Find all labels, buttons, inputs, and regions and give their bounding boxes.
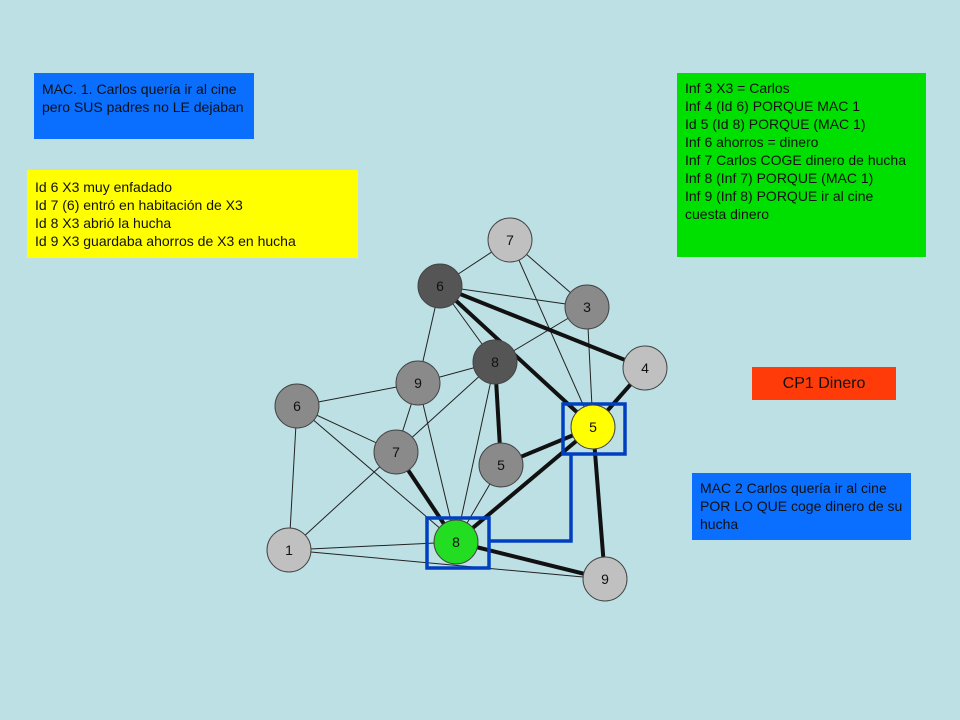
- graph-node: 9: [395, 360, 441, 406]
- graph-node-circle: [582, 556, 628, 602]
- graph-edge: [296, 405, 457, 543]
- graph-node: 6: [274, 383, 320, 429]
- graph-edge-strong: [455, 540, 606, 581]
- graph-node: 8: [433, 519, 479, 565]
- note-id-line: Id 7 (6) entró en habitación de X3: [35, 197, 243, 213]
- graph-node-circle: [478, 442, 524, 488]
- note-inf-line: Inf 3 X3 = Carlos: [685, 80, 790, 96]
- graph-edge: [455, 361, 496, 543]
- graph-node-label: 5: [497, 457, 505, 473]
- graph-node-label: 7: [506, 232, 514, 248]
- graph-node-label: 8: [452, 534, 460, 550]
- graph-node: 4: [622, 345, 668, 391]
- note-mac-1: MAC. 1. Carlos quería ir al cine pero SU…: [34, 73, 254, 139]
- graph-node: 1: [266, 527, 312, 573]
- note-inf-line: Inf 4 (Id 6) PORQUE MAC 1: [685, 98, 861, 114]
- highlight-connector: [489, 454, 573, 543]
- graph-node-label: 9: [414, 375, 422, 391]
- cp-badge: CP1 Dinero: [752, 367, 896, 400]
- graph-node-circle: [433, 519, 479, 565]
- graph-node-circle: [570, 404, 616, 450]
- note-inf-line: Inf 6 ahorros = dinero: [685, 134, 819, 150]
- graph-edge-strong: [454, 425, 595, 544]
- note-id-list: Id 6 X3 muy enfadado Id 7 (6) entró en h…: [27, 170, 358, 258]
- graph-node-circle: [266, 527, 312, 573]
- graph-node-circle: [564, 284, 610, 330]
- graph-edge: [288, 541, 457, 551]
- graph-edge: [288, 405, 298, 551]
- note-id-line: Id 8 X3 abrió la hucha: [35, 215, 172, 231]
- note-mac-1-line: MAC. 1. Carlos quería ir al cine pero SU…: [42, 81, 244, 115]
- note-inf-list: Inf 3 X3 = Carlos Inf 4 (Id 6) PORQUE MA…: [677, 73, 926, 257]
- graph-edge: [509, 239, 594, 428]
- graph-node-circle: [373, 429, 419, 475]
- graph-node-label: 6: [436, 278, 444, 294]
- graph-node-label: 7: [392, 444, 400, 460]
- note-id-line: Id 9 X3 guardaba ahorros de X3 en hucha: [35, 233, 296, 249]
- graph-edge: [439, 285, 588, 308]
- graph-node-circle: [417, 263, 463, 309]
- graph-node: 9: [582, 556, 628, 602]
- graph-node: 3: [564, 284, 610, 330]
- graph-node-circle: [395, 360, 441, 406]
- graph-node-label: 4: [641, 360, 649, 376]
- note-inf-line: Inf 7 Carlos COGE dinero de hucha: [685, 152, 907, 168]
- graph-edge: [417, 382, 457, 543]
- graph-node-circle: [622, 345, 668, 391]
- graph-node-label: 3: [583, 299, 591, 315]
- graph-node-label: 1: [285, 542, 293, 558]
- graph-edge: [288, 549, 606, 580]
- note-inf-line: Inf 8 (Inf 7) PORQUE (MAC 1): [685, 170, 874, 186]
- graph-node-circle: [472, 339, 518, 385]
- note-inf-line: Id 5 (Id 8) PORQUE (MAC 1): [685, 116, 866, 132]
- graph-highlights: [425, 402, 627, 570]
- note-mac-2-line: MAC 2 Carlos quería ir al cine POR LO QU…: [700, 480, 903, 532]
- graph-node: 5: [478, 442, 524, 488]
- graph-node-circle: [274, 383, 320, 429]
- note-id-line: Id 6 X3 muy enfadado: [35, 179, 172, 195]
- graph-nodes: 7 6 3 8 4 9 6 5 7 5 8 1 9: [266, 217, 668, 602]
- graph-node-label: 8: [491, 354, 499, 370]
- graph-node: 6: [417, 263, 463, 309]
- graph-node-circle: [487, 217, 533, 263]
- note-inf-line: Inf 9 (Inf 8) PORQUE ir al cine cuesta d…: [685, 188, 874, 222]
- graph-node: 7: [487, 217, 533, 263]
- graph-edge-strong: [439, 284, 646, 370]
- graph-node-label: 9: [601, 571, 609, 587]
- highlight-box: [425, 516, 491, 570]
- graph-edge: [288, 451, 397, 551]
- note-mac-2: MAC 2 Carlos quería ir al cine POR LO QU…: [692, 473, 911, 540]
- graph-node-label: 5: [589, 419, 597, 435]
- graph-node: 5: [570, 404, 616, 450]
- highlight-box: [561, 402, 627, 456]
- graph-edge-strong: [591, 426, 607, 580]
- graph-node-label: 6: [293, 398, 301, 414]
- graph-node: 8: [472, 339, 518, 385]
- graph-node: 7: [373, 429, 419, 475]
